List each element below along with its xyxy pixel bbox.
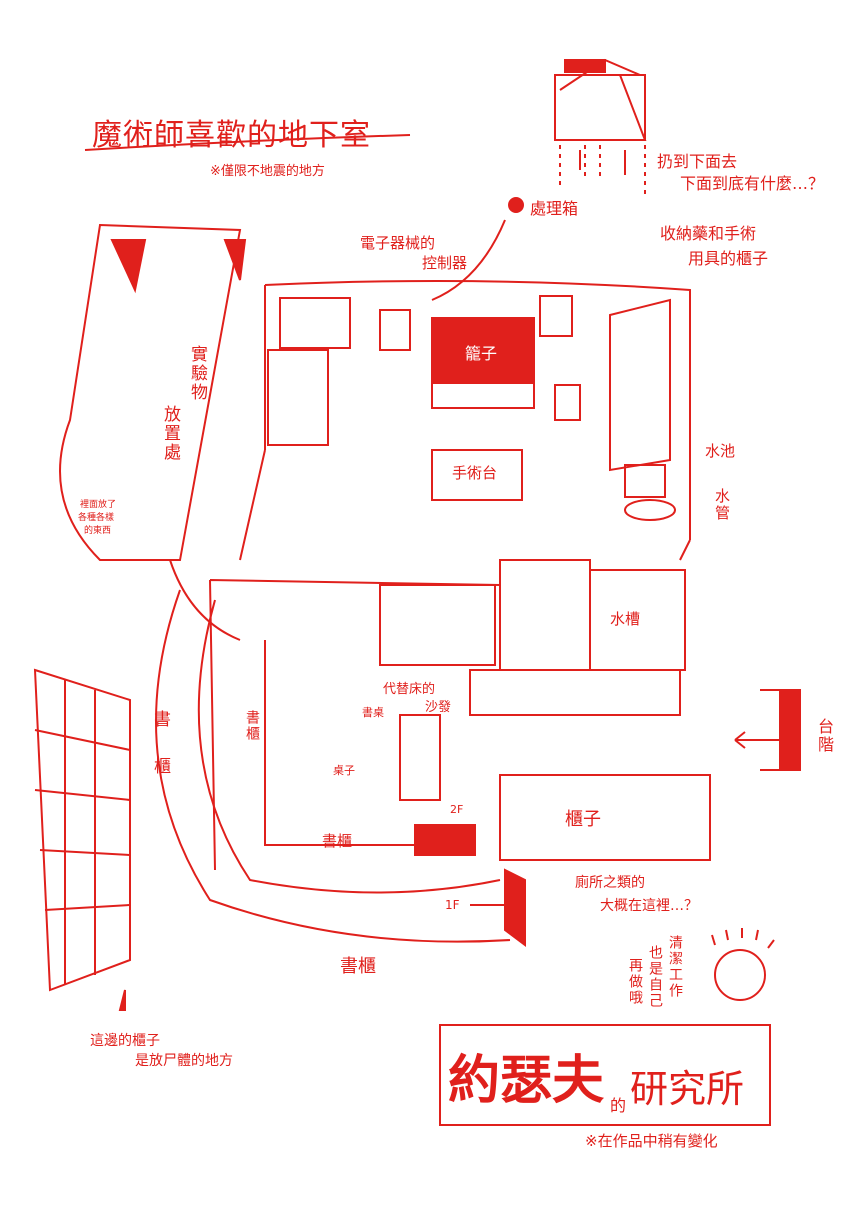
floor-1f-label: 1F (445, 898, 460, 912)
disposal-box-label: 處理箱 (530, 199, 579, 218)
bookshelf-inner-label: 書櫃 (244, 710, 260, 742)
medicine-cabinet-label-1: 收納藥和手術 (660, 224, 757, 243)
lower-rooms (209, 559, 801, 947)
toilet-label-1: 廁所之類的 (575, 875, 645, 891)
stairs-label: 台階 (815, 718, 834, 754)
cabinet-label: 櫃子 (565, 809, 601, 830)
title-underline (84, 134, 411, 151)
main-room (239, 280, 691, 561)
title-note: ※僅限不地震的地方 (210, 164, 325, 179)
operating-table-label: 手術台 (452, 464, 498, 482)
pointer-line (431, 219, 506, 301)
floor-2f-label: 2F (450, 803, 464, 816)
corpse-cabinet-label-2: 是放尸體的地方 (135, 1053, 233, 1069)
corpse-cabinet (33, 668, 131, 1011)
specimen-area-label-1: 實驗物 (187, 345, 207, 402)
sofa-label-2: 沙發 (425, 700, 452, 715)
corpse-cabinet-label-1: 這邊的櫃子 (90, 1033, 160, 1049)
outer-bookshelf (155, 589, 511, 943)
bookshelf-bottom-inner-label: 書櫃 (322, 832, 353, 850)
medicine-cabinet-label-2: 用具的櫃子 (688, 249, 769, 268)
cage-label: 籠子 (465, 344, 498, 363)
throw-down-label-2: 下面到底有什麼…？ (680, 174, 825, 193)
page-title: 魔術師喜歡的地下室 (92, 118, 371, 153)
bookshelf-bottom-label: 書櫃 (340, 956, 376, 977)
controller-label-2: 控制器 (422, 254, 468, 272)
sofa-label-1: 代替床的 (383, 682, 436, 697)
cleaning-label-3: 再做哦 (627, 958, 643, 1006)
footer-title-main: 約瑟夫 (448, 1051, 605, 1111)
footer-title-tail: 研究所 (630, 1067, 745, 1111)
hose-label: 水管 (713, 488, 731, 522)
bookshelf-left-label: 書櫃 (150, 710, 170, 804)
specimen-corridor (59, 223, 247, 641)
specimen-contents-3: 的東西 (84, 526, 112, 536)
throw-down-label-1: 扔到下面去 (657, 152, 738, 171)
water-tank-label: 水槽 (610, 610, 641, 628)
sink-label: 水池 (705, 442, 736, 460)
footer-sign-frame (439, 1024, 771, 1126)
cleaning-label-2: 也是自己 (647, 945, 663, 1009)
table-label: 桌子 (333, 764, 355, 777)
disposal-dot (508, 197, 524, 213)
desk-label: 書桌 (362, 706, 384, 719)
cleaning-label-1: 清潔工作 (667, 935, 683, 999)
controller-label-1: 電子器械的 (360, 234, 436, 252)
specimen-area-label-2: 放置處 (160, 405, 180, 462)
character-sketch (711, 928, 775, 1001)
specimen-contents-2: 各種各樣 (78, 513, 115, 523)
disposal-chute (554, 58, 647, 195)
footer-note: ※在作品中稍有變化 (585, 1132, 718, 1150)
toilet-label-2: 大概在這裡…？ (600, 898, 698, 914)
specimen-contents-1: 裡面放了 (80, 500, 117, 510)
footer-title-particle: 的 (610, 1096, 627, 1115)
